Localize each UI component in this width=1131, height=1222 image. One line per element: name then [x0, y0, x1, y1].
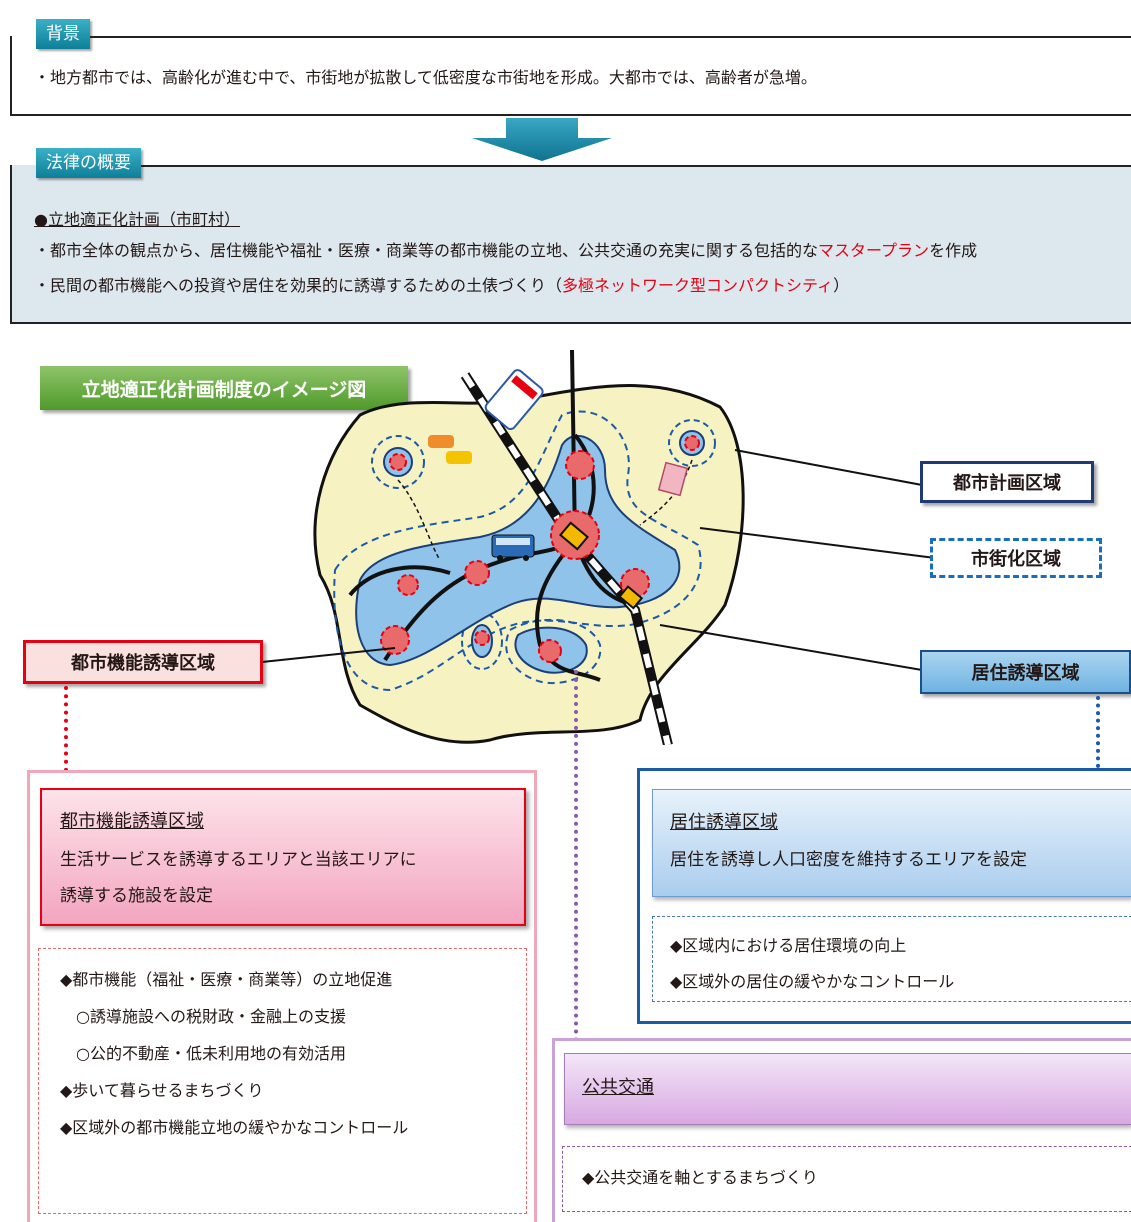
urban-function-item: ◆歩いて暮らせるまちづくり	[60, 1081, 264, 1100]
law-line-2-text-b: ）	[833, 276, 850, 295]
transit-header-box	[564, 1053, 1131, 1125]
label-urban-function-area: 都市機能誘導区域	[23, 640, 263, 684]
residence-header-box	[652, 789, 1131, 897]
background-text: ・地方都市では、高齢化が進む中で、市街地が拡散して低密度な市街地を形成。大都市で…	[34, 68, 817, 87]
transit-items-box	[562, 1146, 1131, 1212]
label-connectors	[261, 449, 936, 671]
urban-function-title: 都市機能誘導区域	[60, 811, 204, 832]
bus-icon	[491, 534, 535, 561]
urbanization-area-main	[333, 410, 702, 692]
law-tag: 法律の概要	[36, 148, 141, 178]
residence-title: 居住誘導区域	[670, 812, 778, 833]
urban-function-item: ○公的不動産・低未利用地の有効活用	[76, 1044, 346, 1063]
background-left-line	[10, 36, 12, 116]
urban-function-hubs	[380, 435, 700, 663]
station-icon	[618, 585, 644, 610]
master-plan-highlight: マスタープラン	[818, 241, 930, 260]
urban-function-item: ○誘導施設への税財政・金融上の支援	[76, 1007, 346, 1026]
background-bottom-line	[10, 114, 1131, 116]
label-urbanization-area: 市街化区域	[930, 538, 1102, 578]
law-line-2-text-a: ・民間の都市機能への投資や居住を効果的に誘導するための土俵づくり（	[34, 276, 563, 295]
city-map-illustration	[313, 349, 745, 745]
residence-desc: 居住を誘導し人口密度を維持するエリアを設定	[670, 850, 1027, 870]
station-icon	[559, 521, 589, 551]
urbanization-area-small-1	[371, 435, 425, 489]
urban-function-items-box	[38, 948, 527, 1214]
urban-function-header-box	[40, 788, 526, 926]
label-residence-area: 居住誘導区域	[920, 650, 1131, 694]
label-city-planning-area: 都市計画区域	[920, 461, 1094, 503]
urban-function-item: ◆区域外の都市機能立地の緩やかなコントロール	[60, 1118, 409, 1137]
law-line-1-text-a: ・都市全体の観点から、居住機能や福祉・医療・商業等の都市機能の立地、公共交通の充…	[34, 241, 819, 260]
train-icon	[484, 369, 544, 431]
urban-function-desc-2: 誘導する施設を設定	[60, 886, 213, 906]
compact-city-highlight: 多極ネットワーク型コンパクトシティ	[562, 276, 834, 295]
law-top-line	[130, 165, 1131, 167]
building-icon	[657, 461, 689, 497]
background-top-line	[90, 36, 1131, 38]
dotted-connector-blue	[1096, 696, 1100, 768]
urbanization-area-small-2	[668, 419, 716, 467]
residence-items-box	[652, 916, 1131, 1002]
transit-item: ◆公共交通を軸とするまちづくり	[582, 1168, 818, 1187]
law-line-2: ・民間の都市機能への投資や居住を効果的に誘導するための土俵づくり（多極ネットワー…	[34, 272, 849, 296]
transit-title: 公共交通	[582, 1077, 654, 1098]
dotted-connector-red	[64, 686, 68, 772]
diagram-title: 立地適正化計画制度のイメージ図	[40, 366, 408, 410]
residence-item: ◆区域内における居住環境の向上	[670, 936, 907, 955]
law-panel	[10, 165, 1131, 324]
car-icon	[428, 435, 472, 464]
urban-function-item: ◆都市機能（福祉・医療・商業等）の立地促進	[60, 970, 393, 989]
background-tag: 背景	[36, 19, 90, 49]
residence-item: ◆区域外の居住の緩やかなコントロール	[670, 972, 955, 991]
dotted-connector-purple	[574, 670, 578, 1042]
law-line-1: ・都市全体の観点から、居住機能や福祉・医療・商業等の都市機能の立地、公共交通の充…	[34, 237, 977, 261]
law-heading: ●立地適正化計画（市町村）	[34, 210, 240, 229]
law-line-1-text-b: を作成	[929, 241, 978, 260]
down-arrow-icon	[472, 118, 612, 161]
urban-function-desc-1: 生活サービスを誘導するエリアと当該エリアに	[60, 850, 417, 870]
